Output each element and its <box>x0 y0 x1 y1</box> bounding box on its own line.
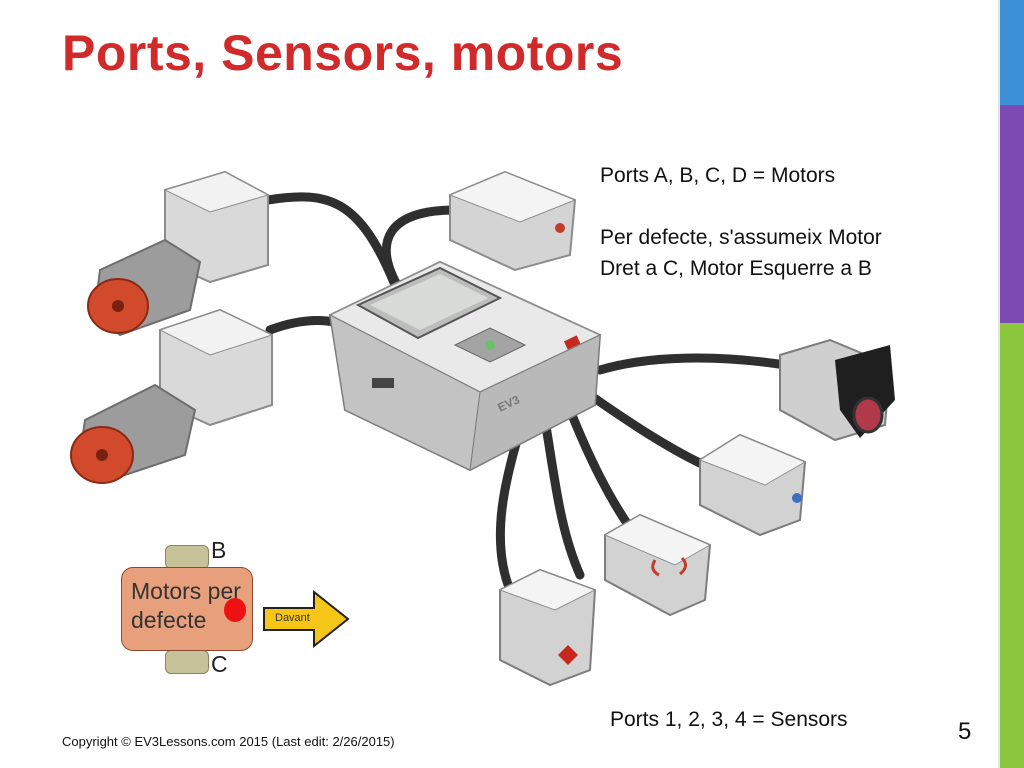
ultrasonic-sensor <box>779 338 895 442</box>
cable-motor-c <box>381 205 460 295</box>
arrow-label: Davant <box>275 612 310 624</box>
info-default-line-1: Per defecte, s'assumeix Motor <box>600 226 882 249</box>
sensors-info: Ports 1, 2, 3, 4 = Sensors <box>610 708 848 731</box>
wheel-top <box>165 545 209 569</box>
ev3-brick: EV3 <box>328 260 602 472</box>
copyright: Copyright © EV3Lessons.com 2015 (Last ed… <box>62 734 395 749</box>
cable-sensor-4 <box>585 390 720 475</box>
cable-sensor-3 <box>565 405 640 540</box>
robot-label: Motors per defecte <box>131 578 241 633</box>
side-divider <box>998 0 1000 768</box>
cable-sensor-2 <box>540 415 585 580</box>
side-color-bars <box>998 0 1024 768</box>
wheel-label-c: C <box>211 651 228 677</box>
medium-motor-c <box>448 170 577 272</box>
wheel-label-b: B <box>211 537 227 563</box>
side-bar-blue <box>1000 0 1024 105</box>
large-motor-a <box>87 170 270 337</box>
slide-title: Ports, Sensors, motors <box>62 25 624 81</box>
side-bar-green <box>1000 323 1024 768</box>
info-motors-line: Ports A, B, C, D = Motors <box>600 164 836 187</box>
touch-sensor <box>498 568 597 687</box>
gyro-sensor <box>603 513 712 617</box>
ports-info: Ports A, B, C, D = Motors Per defecte, s… <box>600 160 960 284</box>
large-motor-b <box>70 308 274 484</box>
page-number: 5 <box>958 718 972 745</box>
ev3-illustration: EV3 <box>70 170 895 687</box>
cable-motor-d <box>595 353 790 375</box>
info-default-line-2: Dret a C, Motor Esquerre a B <box>600 257 872 280</box>
color-sensor <box>698 433 807 537</box>
cable-sensor-1 <box>495 425 525 595</box>
forward-arrow-icon <box>263 590 350 648</box>
side-bar-purple <box>1000 105 1024 323</box>
cable-motor-a <box>263 192 400 290</box>
front-dot <box>224 598 246 622</box>
wheel-bottom <box>165 650 209 674</box>
